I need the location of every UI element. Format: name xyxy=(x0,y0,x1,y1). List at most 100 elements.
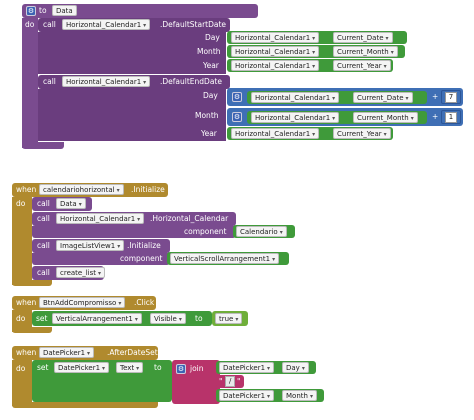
component-name: Horizontal_Calendar1 xyxy=(60,215,136,223)
slash-string-field[interactable]: / xyxy=(225,376,236,387)
chevron-down-icon: ▾ xyxy=(301,365,305,372)
chevron-down-icon: ▾ xyxy=(410,115,414,122)
component-dropdown[interactable]: DatePicker1▾ xyxy=(54,362,110,373)
getter-current-month-block[interactable]: Horizontal_Calendar1▾ Current_Month▾ xyxy=(227,45,405,58)
property-dropdown[interactable]: Current_Year▾ xyxy=(333,60,391,71)
call-default-start-date-block[interactable]: call Horizontal_Calendar1▾ .DefaultStart… xyxy=(38,18,230,32)
component-dropdown[interactable]: ImageListView1▾ xyxy=(56,240,125,251)
property-dropdown[interactable]: Visible▾ xyxy=(150,313,186,324)
procedure-dropdown[interactable]: create_list▾ xyxy=(56,267,106,278)
procedure-name-field[interactable]: Data xyxy=(52,5,77,16)
getter-datepicker-day-block[interactable]: DatePicker1▾ Day▾ xyxy=(216,361,316,374)
property-dropdown[interactable]: Current_Date▾ xyxy=(353,92,413,103)
component-dropdown[interactable]: Calendario▾ xyxy=(236,226,287,237)
component-dropdown[interactable]: Horizontal_Calendar1▾ xyxy=(251,112,340,123)
component-calendario-block[interactable]: Calendario▾ xyxy=(233,225,295,238)
event-after-date-set-block[interactable]: when DatePicker1▾ .AfterDateSet xyxy=(12,346,158,360)
property-name: Current_Date xyxy=(337,34,384,42)
math-add-day-block[interactable]: ⚙ Horizontal_Calendar1▾ Current_Date▾ + … xyxy=(227,88,463,106)
set-text-block[interactable]: set DatePicker1▾ Text▾ to xyxy=(32,360,172,402)
component-name: ImageListView1 xyxy=(60,242,116,250)
component-dropdown[interactable]: Horizontal_Calendar1▾ xyxy=(251,92,340,103)
method-name: .DefaultStartDate xyxy=(160,20,227,29)
property-name: Text xyxy=(120,364,135,372)
property-dropdown[interactable]: Month▾ xyxy=(282,390,317,401)
set-keyword: set xyxy=(36,314,48,323)
gear-icon[interactable]: ⚙ xyxy=(232,112,242,122)
gear-icon[interactable]: ⚙ xyxy=(26,6,36,16)
property-dropdown[interactable]: Current_Month▾ xyxy=(353,112,418,123)
call-keyword: call xyxy=(43,20,56,29)
procedure-dropdown[interactable]: Data▾ xyxy=(56,198,86,209)
event-body-rail: do xyxy=(12,360,32,406)
call-imagelist-initialize-block[interactable]: call ImageListView1▾ .Initialize xyxy=(32,239,170,253)
component-dropdown[interactable]: BtnAddCompromisso▾ xyxy=(39,297,126,308)
component-dropdown[interactable]: Horizontal_Calendar1▾ xyxy=(231,46,320,57)
component-dropdown[interactable]: Horizontal_Calendar1▾ xyxy=(62,19,151,30)
property-name: Month xyxy=(286,392,308,400)
component-dropdown[interactable]: calendariohorizontal▾ xyxy=(39,184,124,195)
component-name: Calendario xyxy=(240,228,278,236)
component-dropdown[interactable]: VerticalArrangement1▾ xyxy=(52,313,142,324)
chevron-down-icon: ▾ xyxy=(390,49,394,56)
property-dropdown[interactable]: Current_Month▾ xyxy=(333,46,398,57)
call-default-end-date-block[interactable]: call Horizontal_Calendar1▾ .DefaultEndDa… xyxy=(38,75,230,89)
component-dropdown[interactable]: Horizontal_Calendar1▾ xyxy=(231,32,320,43)
call-keyword: call xyxy=(37,241,50,250)
getter-current-year-block[interactable]: Horizontal_Calendar1▾ Current_Year▾ xyxy=(227,59,393,72)
set-visible-block[interactable]: set VerticalArrangement1▾ Visible▾ to xyxy=(32,311,212,326)
text-join-block[interactable]: ⚙ join xyxy=(172,360,220,404)
getter-datepicker-month-block[interactable]: DatePicker1▾ Month▾ xyxy=(216,389,324,402)
call-keyword: call xyxy=(43,77,56,86)
property-dropdown[interactable]: Text▾ xyxy=(116,362,144,373)
component-dropdown[interactable]: Horizontal_Calendar1▾ xyxy=(56,213,145,224)
component-name: DatePicker1 xyxy=(43,349,86,357)
getter-current-year-block[interactable]: Horizontal_Calendar1▾ Current_Year▾ xyxy=(227,127,393,140)
getter-current-date-block[interactable]: Horizontal_Calendar1▾ Current_Date▾ xyxy=(247,91,427,104)
chevron-down-icon: ▾ xyxy=(136,365,140,372)
property-dropdown[interactable]: Current_Year▾ xyxy=(333,128,391,139)
do-keyword: do xyxy=(16,199,26,208)
math-add-month-block[interactable]: ⚙ Horizontal_Calendar1▾ Current_Month▾ +… xyxy=(227,108,463,126)
number-one-field[interactable]: 1 xyxy=(445,112,457,123)
boolean-true-block[interactable]: true▾ xyxy=(212,311,248,326)
component-dropdown[interactable]: Horizontal_Calendar1▾ xyxy=(62,76,151,87)
property-dropdown[interactable]: Current_Date▾ xyxy=(333,32,393,43)
component-dropdown[interactable]: DatePicker1▾ xyxy=(39,347,95,358)
procedure-data-block[interactable]: ⚙ to Data xyxy=(22,4,258,18)
component-dropdown[interactable]: DatePicker1▾ xyxy=(219,362,275,373)
component-name: Horizontal_Calendar1 xyxy=(66,21,142,29)
component-dropdown[interactable]: Horizontal_Calendar1▾ xyxy=(231,60,320,71)
component-dropdown[interactable]: VerticalScrollArrangement1▾ xyxy=(170,253,280,264)
boolean-dropdown[interactable]: true▾ xyxy=(215,313,243,324)
getter-current-month-block[interactable]: Horizontal_Calendar1▾ Current_Month▾ xyxy=(247,111,427,124)
call-horizontal-calendar-block[interactable]: call Horizontal_Calendar1▾ .Horizontal_C… xyxy=(32,212,236,226)
procedure-name: create_list xyxy=(60,269,97,277)
chevron-down-icon: ▾ xyxy=(235,316,239,323)
component-dropdown[interactable]: DatePicker1▾ xyxy=(219,390,275,401)
boolean-value: true xyxy=(219,315,234,323)
component-name: DatePicker1 xyxy=(58,364,101,372)
call-data-block[interactable]: call Data▾ xyxy=(32,197,92,211)
number-block[interactable]: 1 xyxy=(441,110,461,124)
chevron-down-icon: ▾ xyxy=(332,115,336,122)
getter-current-date-block[interactable]: Horizontal_Calendar1▾ Current_Date▾ xyxy=(227,31,407,44)
gear-icon[interactable]: ⚙ xyxy=(176,364,186,374)
text-slash-block[interactable]: " / " xyxy=(216,375,244,388)
method-name: .Initialize xyxy=(127,241,161,250)
event-footer xyxy=(12,280,52,286)
chevron-down-icon: ▾ xyxy=(312,131,316,138)
event-footer xyxy=(12,327,52,333)
number-seven-field[interactable]: 7 xyxy=(445,92,457,103)
call-create-list-block[interactable]: call create_list▾ xyxy=(32,266,106,280)
component-dropdown[interactable]: Horizontal_Calendar1▾ xyxy=(231,128,320,139)
year-param-label: Year xyxy=(203,61,219,70)
gear-icon[interactable]: ⚙ xyxy=(232,92,242,102)
number-block[interactable]: 7 xyxy=(441,90,461,104)
event-initialize-block[interactable]: when calendariohorizontal▾ .Initialize xyxy=(12,183,168,197)
when-keyword: when xyxy=(16,298,37,307)
horizontal-calendar-args: component xyxy=(32,226,236,238)
event-click-block[interactable]: when BtnAddCompromisso▾ .Click xyxy=(12,296,156,310)
property-dropdown[interactable]: Day▾ xyxy=(282,362,309,373)
component-scroll-arrangement-block[interactable]: VerticalScrollArrangement1▾ xyxy=(167,252,289,265)
